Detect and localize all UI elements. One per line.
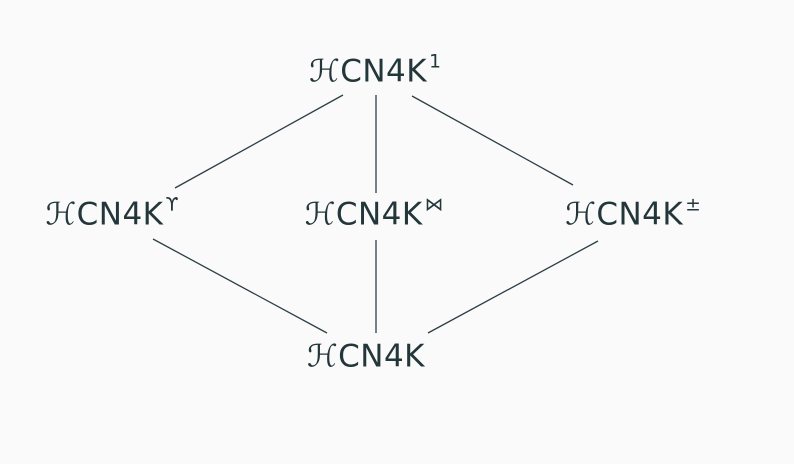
node-base-label: CN4K: [335, 196, 423, 233]
node-base-label: CN4K: [596, 196, 684, 233]
node-superscript: 1: [429, 51, 441, 73]
node-superscript: ±: [685, 194, 701, 216]
script-h-glyph: ℋ: [306, 338, 339, 375]
edge-top-to-left: [174, 94, 344, 189]
script-h-glyph: ℋ: [45, 196, 77, 233]
node-hcn4k-base: ℋCN4K: [306, 338, 427, 375]
script-h-glyph: ℋ: [565, 196, 597, 233]
node-base-label: CN4K: [340, 53, 428, 90]
edge-left-to-bottom: [152, 238, 328, 334]
node-hcn4k-plusminus: ℋCN4K±: [565, 194, 701, 233]
script-h-glyph: ℋ: [309, 53, 341, 90]
node-base-label: CN4K: [338, 338, 426, 375]
edge-right-to-bottom: [427, 240, 599, 334]
node-base-label: CN4K: [76, 196, 164, 233]
node-hcn4k-bowtie: ℋCN4K⋈: [304, 194, 444, 233]
node-superscript: ⋈: [424, 194, 444, 216]
script-h-glyph: ℋ: [304, 196, 336, 233]
node-superscript: ϒ: [165, 194, 179, 216]
edge-top-to-right: [411, 95, 574, 186]
